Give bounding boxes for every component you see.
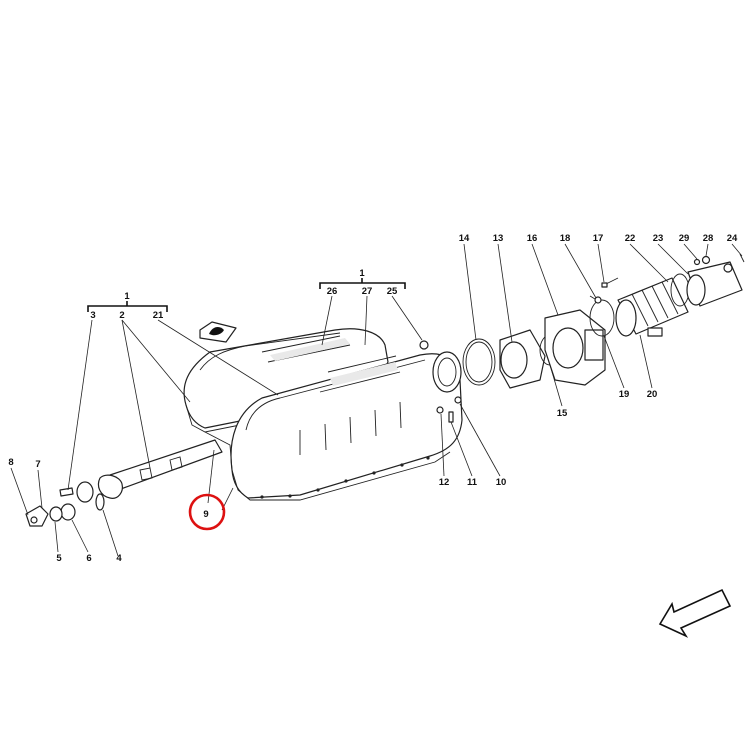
label-3: 3 [90, 310, 95, 321]
label-23: 23 [653, 233, 664, 244]
label-25: 25 [387, 286, 398, 297]
adapter-13 [499, 329, 546, 389]
label-24: 24 [727, 233, 738, 244]
label-5: 5 [56, 553, 62, 564]
label-1-left: 1 [124, 291, 130, 302]
actuator-assembly [25, 439, 223, 527]
nut-28 [701, 255, 711, 265]
prancing-horse-badge-icon [199, 321, 237, 343]
label-6: 6 [86, 553, 91, 564]
label-1-right: 1 [359, 268, 365, 279]
leader-lines [10, 243, 743, 557]
highlight-circle-part-9 [188, 493, 226, 531]
duct-adapter-24 [686, 261, 743, 307]
label-16: 16 [527, 233, 538, 244]
label-10: 10 [496, 477, 507, 488]
label-11: 11 [467, 477, 478, 488]
label-4: 4 [116, 553, 122, 564]
gasket-bolt-holes [260, 456, 430, 499]
label-17: 17 [593, 233, 604, 244]
label-8: 8 [8, 457, 13, 468]
label-26: 26 [327, 286, 338, 297]
fitting-10 [454, 396, 462, 404]
front-plenum-cover [230, 351, 463, 501]
bolt-18 [589, 295, 602, 304]
rear-plenum-cover [183, 328, 389, 433]
plug-25 [419, 340, 429, 350]
label-13: 13 [493, 233, 504, 244]
part-labels: 1 3 2 21 1 26 27 25 14 13 16 18 17 22 23… [8, 233, 738, 564]
label-9: 9 [203, 509, 208, 520]
label-12: 12 [439, 477, 450, 488]
label-14: 14 [459, 233, 470, 244]
label-20: 20 [647, 389, 658, 400]
washer-29 [693, 258, 701, 266]
label-21: 21 [153, 310, 164, 321]
label-7: 7 [35, 459, 40, 470]
bracket-group-left [87, 301, 168, 312]
bellows-duct-20 [615, 277, 689, 337]
label-19: 19 [619, 389, 630, 400]
arrow-down-left-icon [658, 588, 732, 638]
gasket-part-9 [204, 431, 233, 471]
clamp-14 [462, 338, 496, 386]
bracket-group-right [319, 278, 406, 289]
clamp-19 [589, 299, 615, 337]
screw-24 [739, 253, 745, 263]
label-15: 15 [557, 408, 568, 419]
fitting-11 [448, 411, 454, 423]
label-2: 2 [119, 310, 124, 321]
label-18: 18 [560, 233, 571, 244]
label-22: 22 [625, 233, 636, 244]
label-27: 27 [362, 286, 373, 297]
label-29: 29 [679, 233, 690, 244]
label-28: 28 [703, 233, 714, 244]
bolt-17 [601, 277, 619, 288]
fitting-12 [436, 406, 444, 414]
throttle-body-16 [544, 309, 606, 386]
